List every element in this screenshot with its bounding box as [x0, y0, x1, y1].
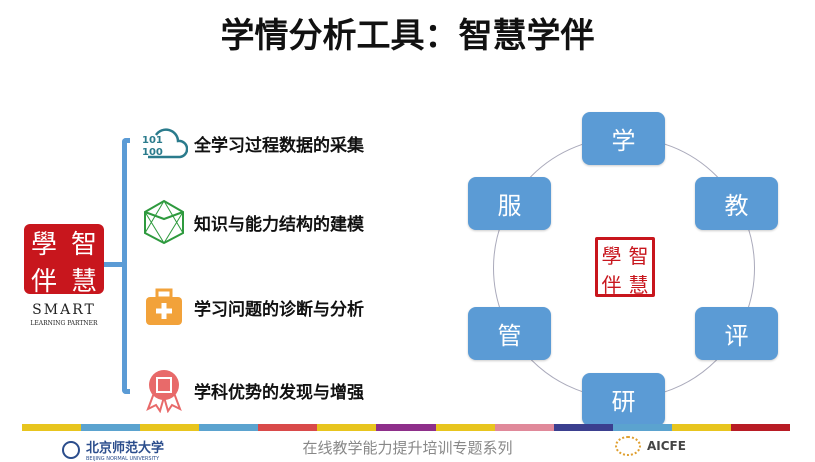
seal-char: 慧 [70, 267, 97, 297]
bnu-logo: 北京师范大学 BEIJING NORMAL UNIVERSITY [62, 437, 164, 462]
strip-segment [22, 424, 82, 431]
logo-subtitle: LEARNING PARTNER [30, 320, 98, 327]
aicfe-name: AICFE [647, 439, 686, 453]
smart-learning-partner-logo: 學智伴慧 [24, 224, 104, 297]
aicfe-emblem-icon [615, 436, 641, 456]
cycle-node-research: 研 [582, 373, 665, 426]
feature-label: 全学习过程数据的采集 [194, 135, 364, 156]
seal-char: 學 [30, 230, 57, 260]
award-badge-icon [140, 367, 188, 413]
center-seal-logo: 學智伴慧 [595, 237, 655, 297]
seal-char: 智 [70, 230, 97, 260]
seal-char: 慧 [628, 273, 649, 297]
feature-item: 学科优势的发现与增强 [140, 365, 364, 415]
strip-segment [81, 424, 141, 431]
seal-char: 伴 [30, 267, 57, 297]
first-aid-kit-icon [140, 284, 188, 330]
strip-segment [140, 424, 200, 431]
bracket-connector [104, 262, 124, 267]
cycle-node-learn: 学 [582, 112, 665, 165]
polyhedron-icon [140, 199, 188, 245]
feature-label: 知识与能力结构的建模 [194, 214, 364, 235]
svg-text:101: 101 [142, 135, 163, 146]
strip-segment [671, 424, 731, 431]
bracket [122, 138, 130, 394]
slide-title: 学情分析工具：智慧学伴 [220, 16, 595, 56]
footer-series-title: 在线教学能力提升培训专题系列 [302, 439, 513, 457]
seal-char: 伴 [601, 273, 622, 297]
feature-item: 学习问题的诊断与分析 [140, 282, 364, 332]
feature-label: 学习问题的诊断与分析 [194, 299, 364, 320]
svg-text:100: 100 [142, 147, 163, 158]
strip-segment [376, 424, 436, 431]
strip-segment [199, 424, 259, 431]
seal-char: 智 [628, 244, 649, 268]
strip-segment [494, 424, 554, 431]
cycle-node-evaluate: 评 [695, 307, 778, 360]
strip-segment [258, 424, 318, 431]
seal-char: 學 [601, 244, 622, 268]
cycle-node-serve: 服 [468, 177, 551, 230]
bnu-name-en: BEIJING NORMAL UNIVERSITY [86, 456, 160, 462]
color-strip [22, 424, 791, 431]
cycle-node-teach: 教 [695, 177, 778, 230]
bnu-emblem-icon [62, 440, 80, 459]
cycle-node-manage: 管 [468, 307, 551, 360]
strip-segment [612, 424, 672, 431]
bnu-name: 北京师范大学 [86, 441, 165, 456]
strip-segment [317, 424, 377, 431]
feature-item: 知识与能力结构的建模 [140, 197, 364, 247]
strip-segment [553, 424, 613, 431]
feature-label: 学科优势的发现与增强 [194, 382, 364, 403]
strip-segment [435, 424, 495, 431]
aicfe-logo: AICFE [615, 436, 686, 456]
strip-segment [730, 424, 791, 431]
logo-name: SMART [32, 302, 96, 318]
